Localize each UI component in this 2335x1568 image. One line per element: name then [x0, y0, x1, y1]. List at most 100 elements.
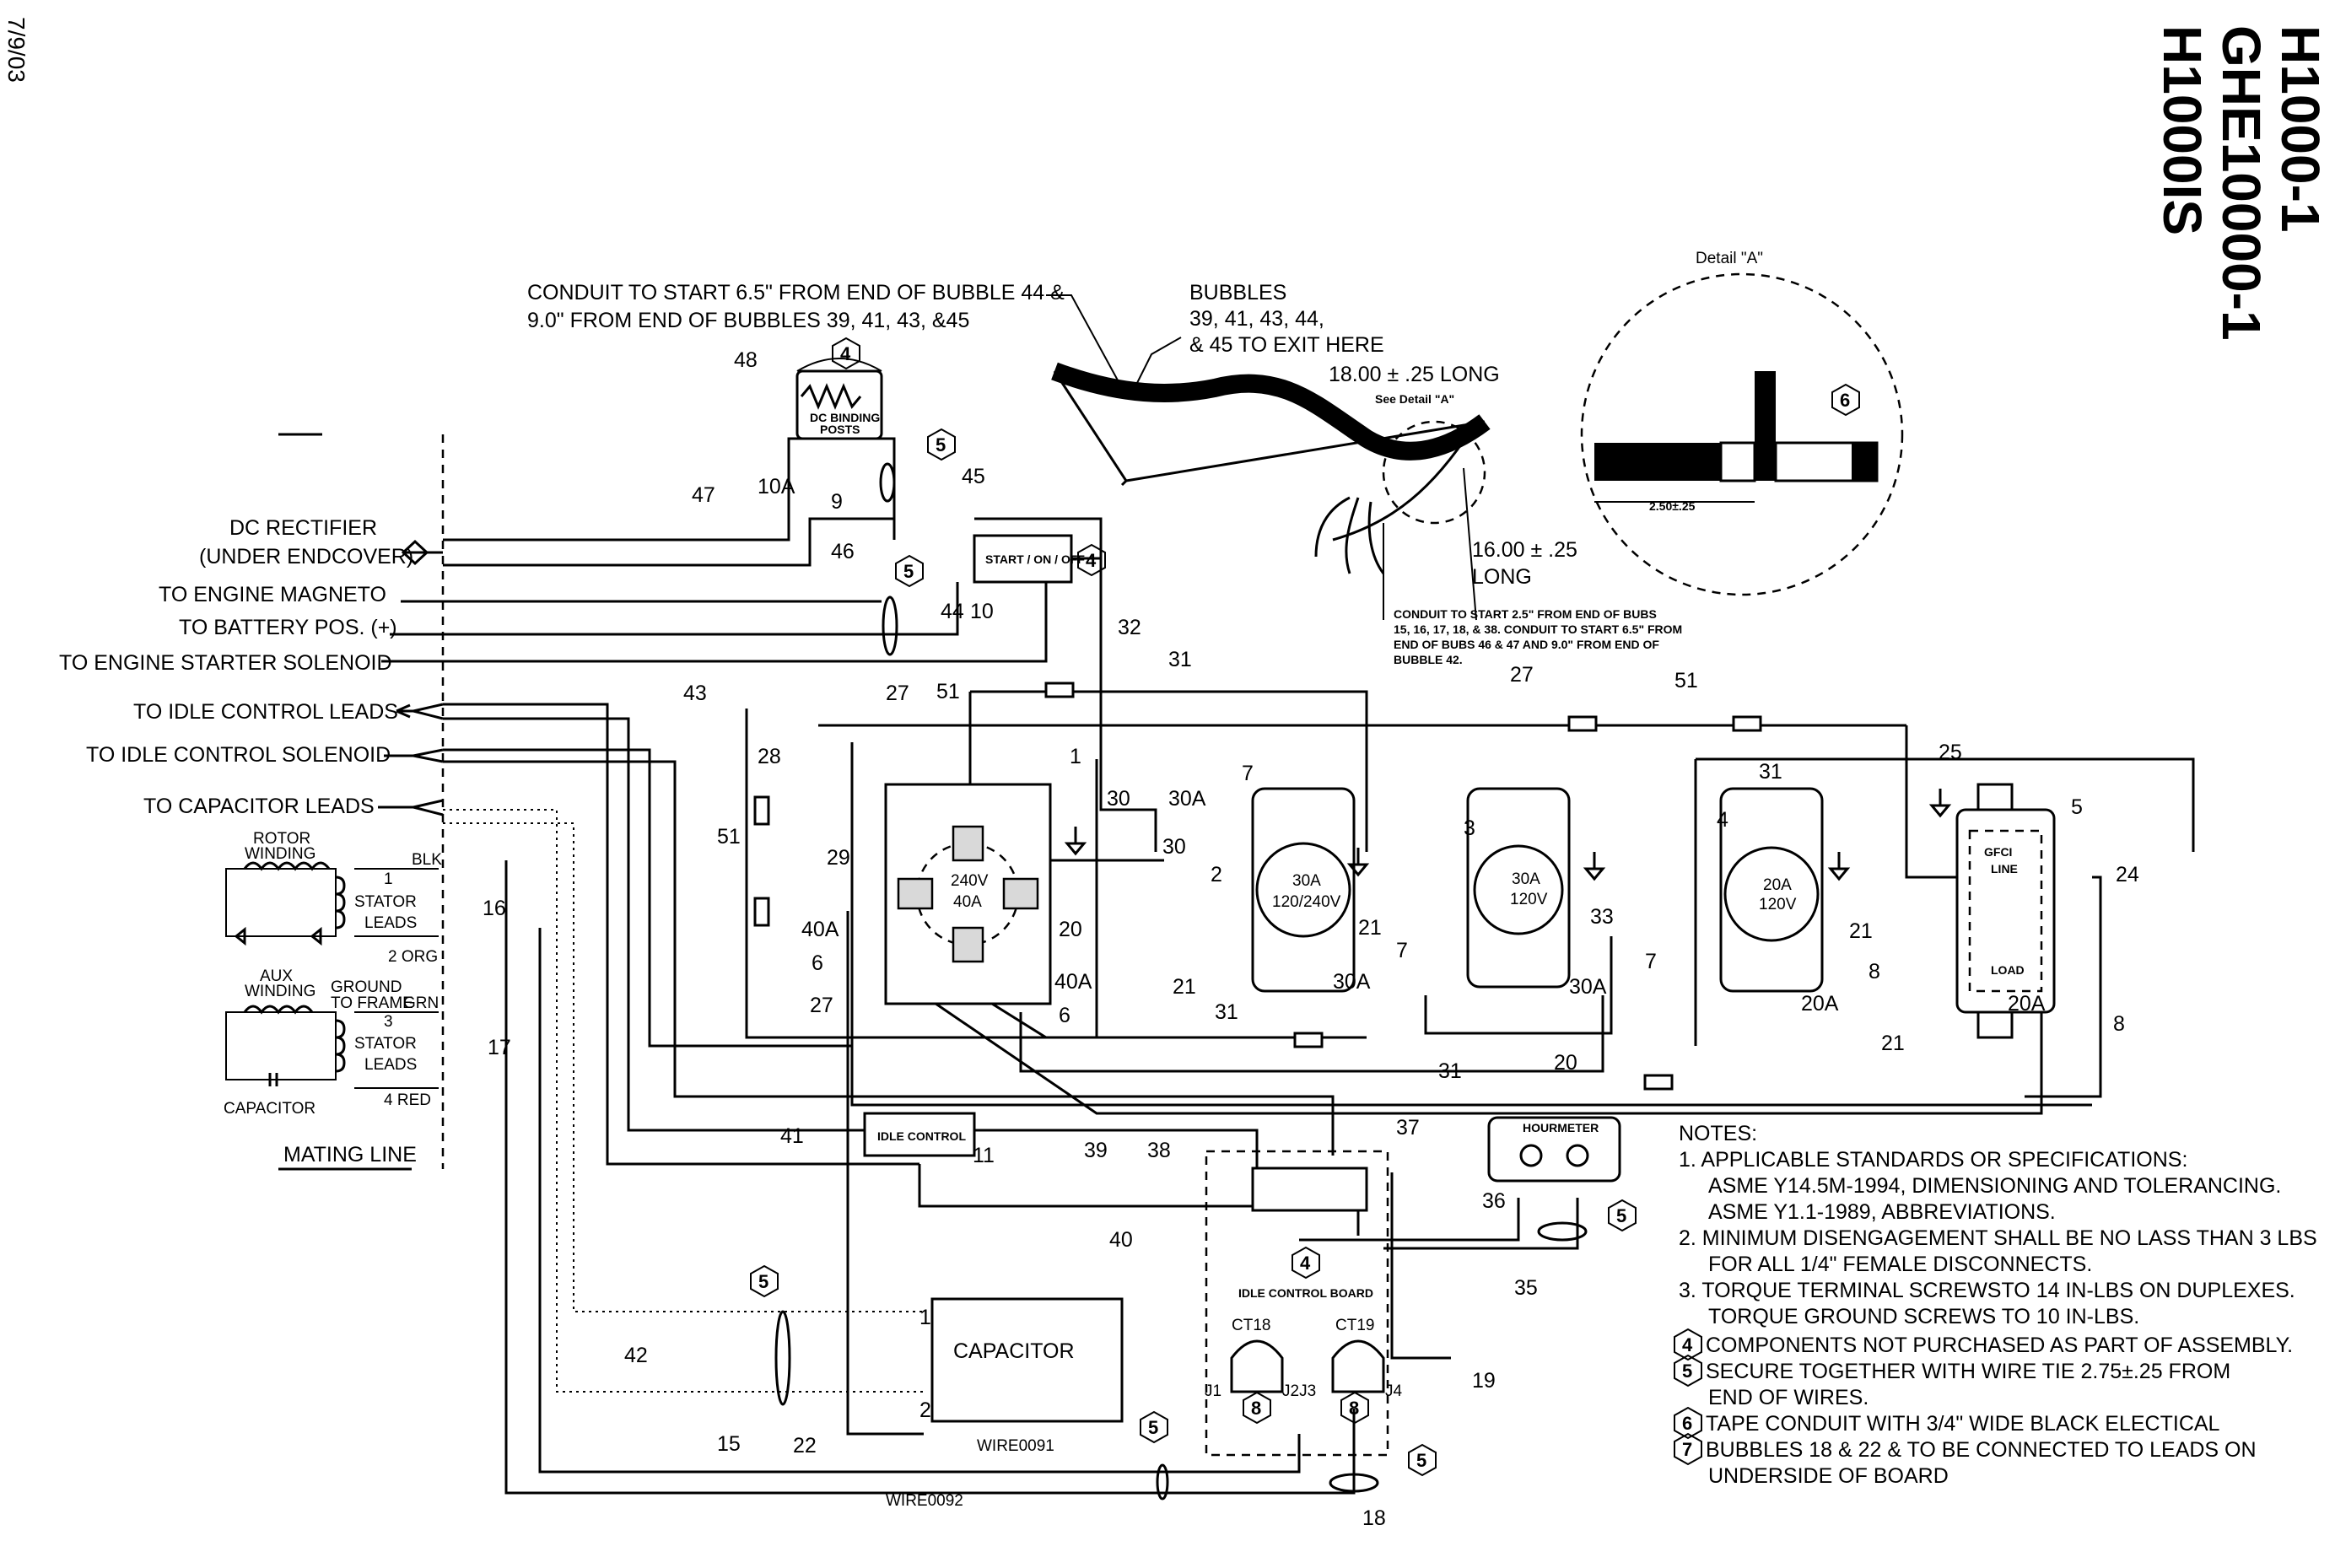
receptacle-20a-120v: 20A 120V: [1719, 787, 1824, 993]
inline-connectors: [753, 682, 1762, 1091]
svg-text:4: 4: [1682, 1334, 1693, 1355]
wire-8: 8: [2113, 1012, 2125, 1036]
capacitor-label: CAPACITOR: [953, 1339, 1075, 1363]
trace-43-44: [443, 582, 1048, 663]
gfci-line-label: LINE: [1991, 862, 2018, 876]
wire-2: 2: [1211, 863, 1222, 886]
stator-coil-2-icon: [335, 1019, 346, 1073]
svg-text:5: 5: [758, 1271, 768, 1292]
ct19-label: CT19: [1335, 1317, 1374, 1334]
aux-coil-icon: [243, 1005, 314, 1015]
wire-9: 9: [831, 490, 843, 514]
dc-binding-label-1: DC BINDING: [810, 411, 880, 424]
detail-a-tape: [1594, 443, 1721, 481]
bubble-markers: 4 5 5 4 6 5 4 5 5 8 8 5: [750, 337, 1860, 1477]
title-block: H1000-1 GHE10000-1 H1000IS 7/9/03: [3, 17, 2331, 341]
wire-20a: 20A: [2008, 992, 2046, 1016]
svg-text:5: 5: [903, 561, 914, 582]
wire-7: 7: [1396, 939, 1408, 962]
svg-text:5: 5: [1682, 1361, 1692, 1382]
note-line-6: 3. TORQUE TERMINAL SCREWSTO 14 IN-LBS ON…: [1679, 1279, 2295, 1302]
svg-text:TAPE CONDUIT WITH 3/4" WIDE BL: TAPE CONDUIT WITH 3/4" WIDE BLACK ELECTI…: [1706, 1412, 2220, 1436]
gfci-load-label: LOAD: [1991, 963, 2025, 977]
trace-21-long: [910, 985, 2043, 1115]
wire-30: 30: [1107, 787, 1130, 811]
wire-4: 4: [1717, 808, 1728, 832]
svg-text:UNDERSIDE OF BOARD: UNDERSIDE OF BOARD: [1708, 1464, 1949, 1488]
idle-solenoid-label: TO IDLE CONTROL SOLENOID: [86, 743, 391, 767]
rec-120-240-label-2: 120/240V: [1272, 893, 1341, 911]
wire-20: 20: [1059, 918, 1082, 941]
bubble-marker-5: 5: [1140, 1410, 1168, 1444]
length-18-label: 18.00 ± .25 LONG: [1329, 363, 1500, 386]
bubble-marker-5: 5: [895, 554, 924, 588]
bubble-marker-5: 5: [927, 428, 956, 461]
capacitor-leads-label: TO CAPACITOR LEADS: [143, 795, 375, 818]
wire-51: 51: [717, 825, 741, 849]
wire-39: 39: [1084, 1139, 1108, 1162]
svg-text:7: 7: [1682, 1439, 1692, 1460]
j4-label: J4: [1385, 1382, 1403, 1400]
wire-15: 15: [717, 1432, 741, 1456]
ground-arrow-icon: [1346, 848, 1370, 877]
ct18-label: CT18: [1232, 1317, 1270, 1334]
detail-a-circle: [1580, 272, 1904, 596]
harness-conduit: [1051, 362, 1491, 461]
note-line-7: TORQUE GROUND SCREWS TO 10 IN-LBS.: [1708, 1305, 2139, 1328]
trace-15: [504, 860, 1356, 1495]
wire-tie-icon: [879, 462, 896, 503]
wire-45: 45: [962, 465, 985, 488]
detail-a-dim: 2.50±.25: [1649, 499, 1696, 513]
wire-16: 16: [483, 897, 506, 920]
aux-capacitor-label: CAPACITOR: [224, 1100, 315, 1118]
trace-19: [1390, 1172, 1451, 1360]
lead-4-label: 4 RED: [384, 1091, 431, 1109]
wire-44: 44: [941, 600, 964, 623]
j2j3-label: J2J3: [1282, 1382, 1316, 1400]
trace-42a: [443, 809, 924, 1393]
start-switch-label: START / ON / OFF: [985, 552, 1085, 566]
wire-21: 21: [1358, 916, 1382, 940]
wire-51: 51: [936, 680, 960, 703]
hourmeter: HOURMETER: [1487, 1116, 1621, 1183]
idle-control-board: IDLE CONTROL BOARD CT18 CT19 J1 J2J3 J4: [1205, 1150, 1403, 1457]
ground-arrow-icon: [1583, 852, 1606, 881]
rec-30a-120-label-1: 30A: [1512, 870, 1540, 888]
bubble-note-7: 7 BUBBLES 18 & 22 & TO BE CONNECTED TO L…: [1674, 1432, 2257, 1488]
trace-35: [1383, 1198, 1579, 1250]
wire-21: 21: [1881, 1032, 1905, 1055]
wire-18: 18: [1362, 1506, 1386, 1530]
wire-31: 31: [1759, 760, 1782, 784]
drawing-date: 7/9/03: [3, 17, 30, 83]
wire-25: 25: [1939, 741, 1962, 764]
wire-30a: 30A: [1569, 975, 1607, 999]
detail-a-title: Detail "A": [1696, 250, 1763, 267]
bubbles-exit-label-1: BUBBLES: [1189, 281, 1286, 304]
bubble-marker-5: 5: [1408, 1443, 1437, 1477]
ground-label-2: TO FRAME: [331, 994, 413, 1012]
wire-tie-icon: [1156, 1463, 1169, 1501]
idle-leads-label: TO IDLE CONTROL LEADS: [133, 700, 398, 724]
wire-38: 38: [1147, 1139, 1171, 1162]
bubble-marker-5: 5: [1608, 1199, 1637, 1232]
wire-7: 7: [1242, 762, 1254, 785]
wire-29: 29: [827, 846, 850, 870]
model-title-1: H1000-1: [2270, 25, 2331, 233]
detail-a: Detail "A" 2.50±.25: [1580, 250, 1904, 596]
cap-terminal-1: 1: [919, 1306, 931, 1329]
wire-3: 3: [1464, 816, 1475, 840]
bubble-marker-5: 5: [750, 1264, 779, 1298]
trace-40: [443, 760, 1335, 1156]
conduit-small-2: 15, 16, 17, 18, & 38. CONDUIT TO START 6…: [1394, 622, 1682, 636]
bubble-marker-4: 4: [832, 337, 860, 370]
j1-label: J1: [1205, 1382, 1221, 1400]
engine-magneto-label: TO ENGINE MAGNETO: [159, 583, 386, 606]
wire-tie-icon: [1537, 1221, 1588, 1242]
bubble-marker-8: 8: [1340, 1391, 1369, 1425]
dc-binding-posts: DC BINDING POSTS: [795, 358, 883, 440]
start-switch: START / ON / OFF: [973, 534, 1085, 584]
idle-switch: IDLE CONTROL: [863, 1112, 976, 1157]
receptacle-120-240v: 30A 120/240V: [1251, 787, 1356, 993]
wire-21: 21: [1173, 975, 1196, 999]
